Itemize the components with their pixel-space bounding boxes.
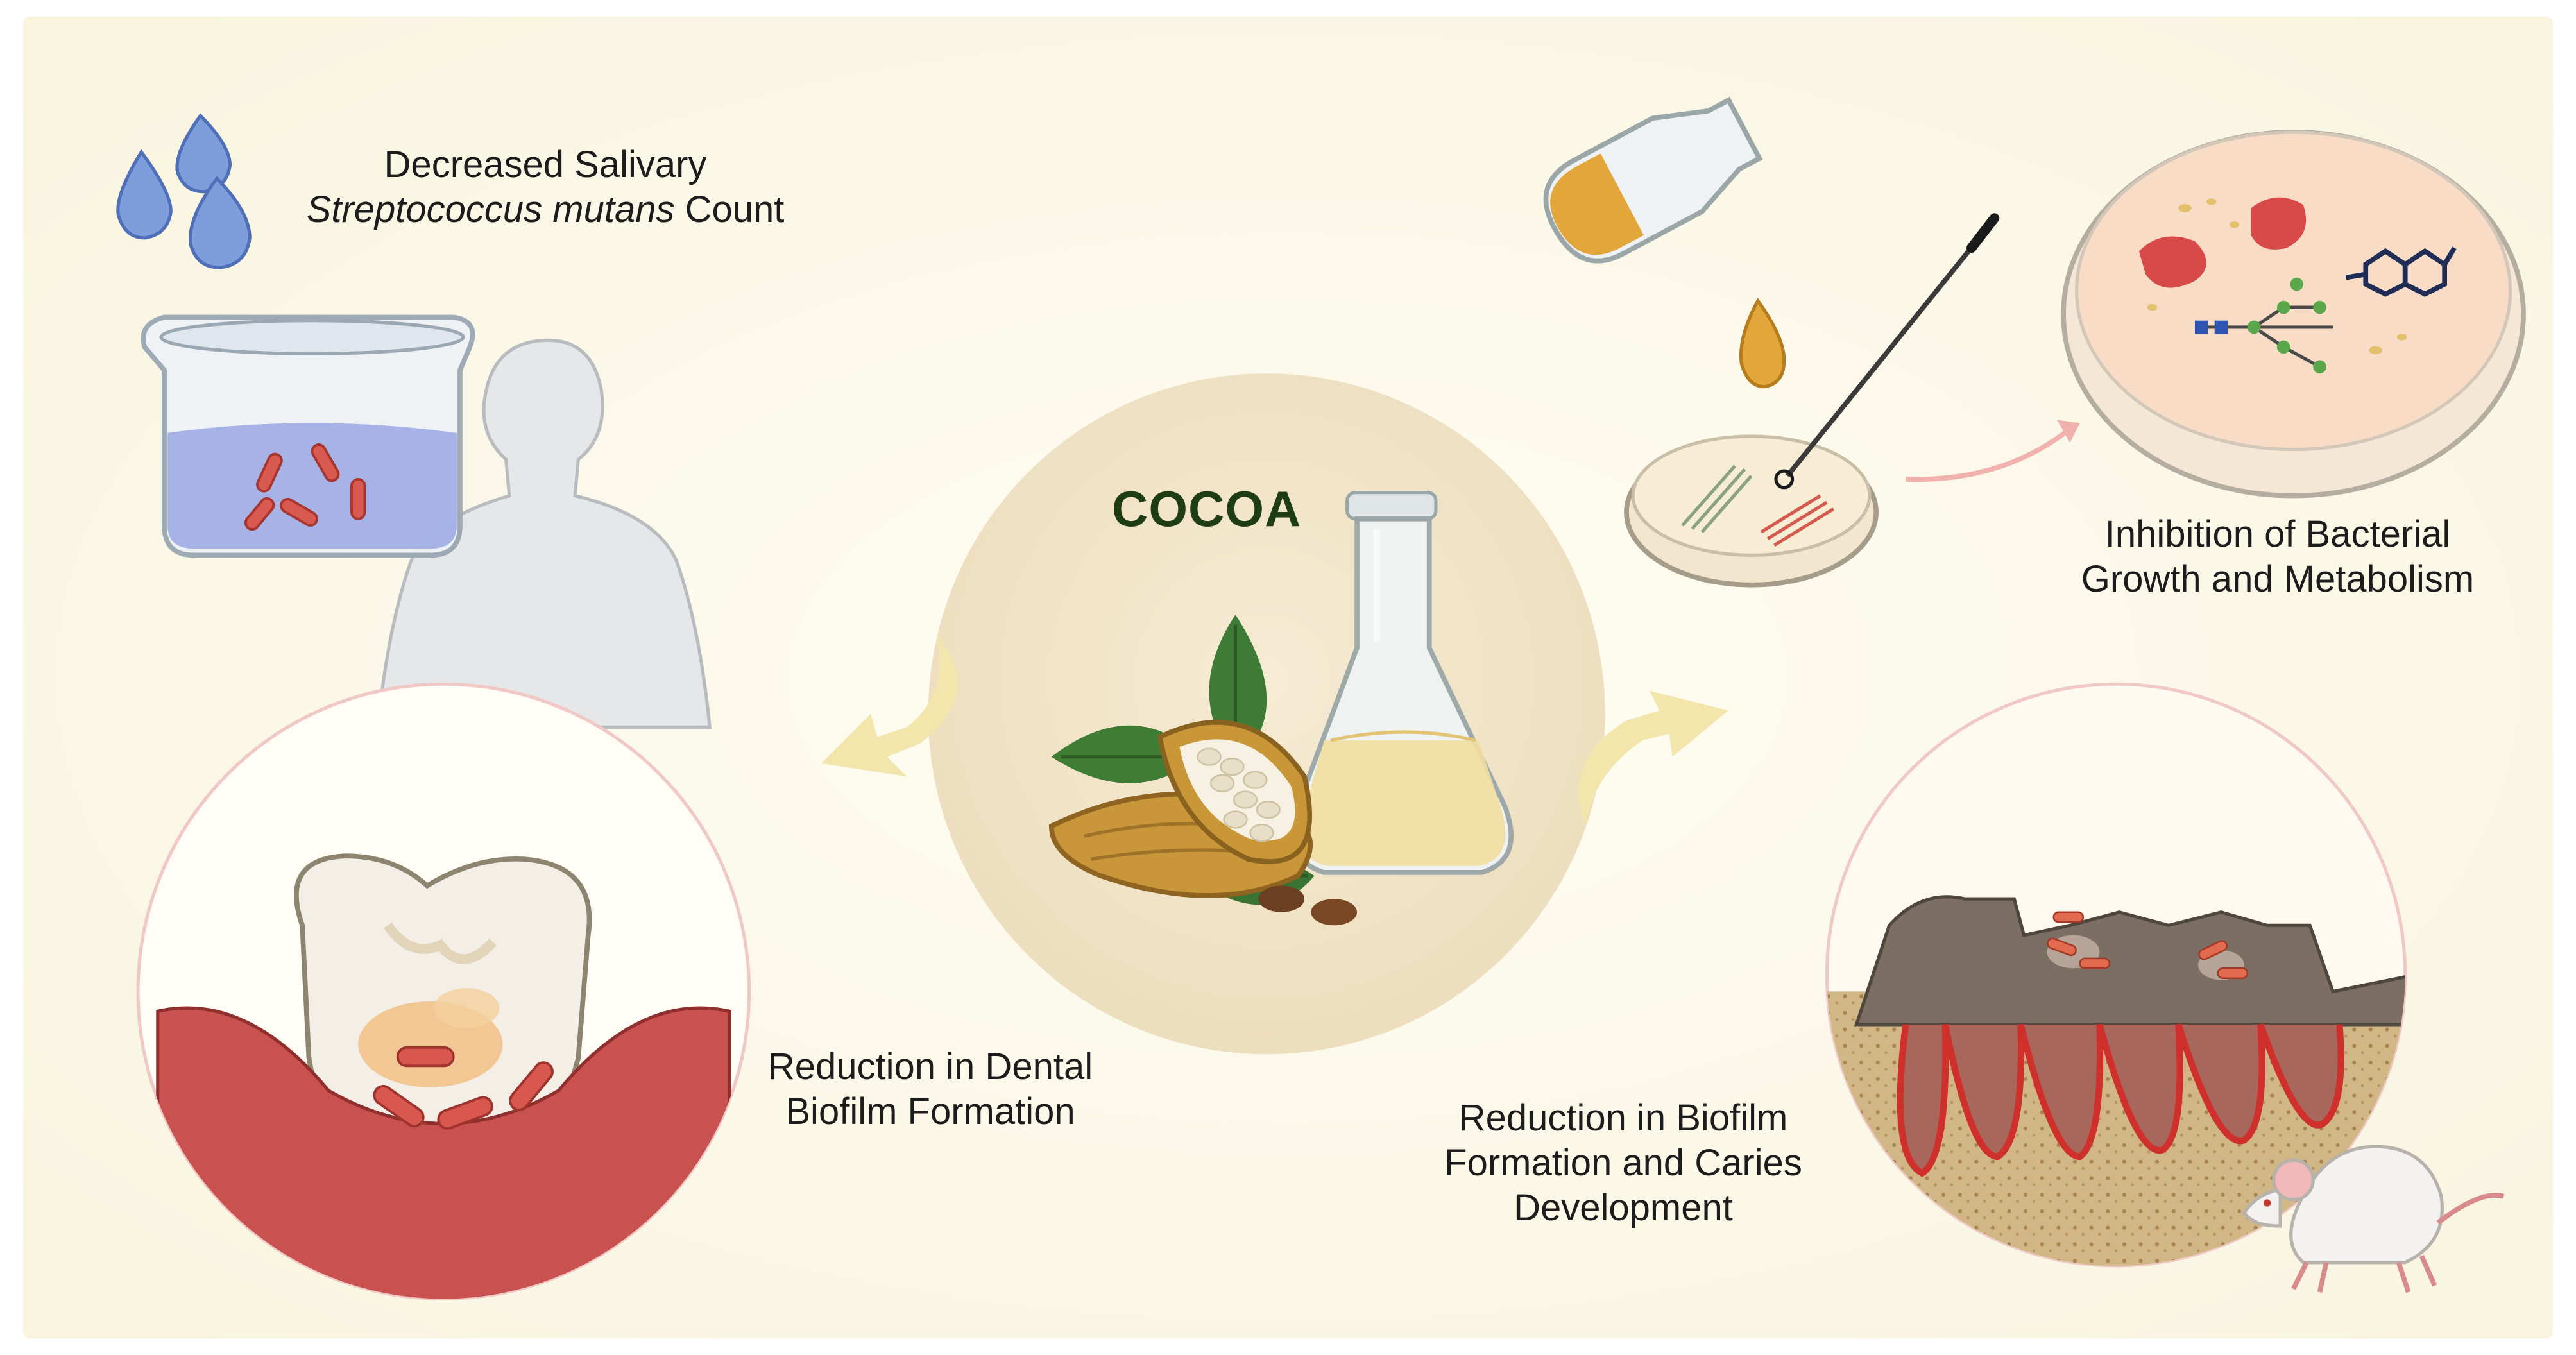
bacterial-label-line1: Inhibition of Bacterial [2104,513,2451,555]
human-figure-icon [376,338,712,729]
arrow-right-icon [1578,690,1728,826]
petri-dish-icon [2061,130,2526,499]
cocoa-title: COCOA [1112,481,1302,537]
flow-arrows [821,635,1728,826]
caries-label-line2: Formation and Caries [1444,1142,1802,1184]
molecule-icon [2345,246,2457,297]
dental-biofilm-label: Reduction in Dental Biofilm Formation [693,1044,1168,1134]
salivary-label: Decreased Salivary Streptococcus mutans … [282,142,808,232]
arrow-to-petri-icon [1906,424,2075,482]
pouring-flask-icon [1543,96,1786,389]
caries-label: Reduction in Biofilm Formation and Carie… [1386,1096,1861,1231]
petri-dish-small-icon [1624,434,1879,588]
center-circle [928,373,1605,1055]
bacterial-label: Inhibition of Bacterial Growth and Metab… [2015,512,2541,602]
salivary-label-species: Streptococcus mutans [306,189,675,230]
glycan-chain-icon [2194,277,2333,374]
center-cocoa-group [928,373,1605,1055]
arrow-left-icon [821,635,958,777]
cocoa-pod-icon [1048,719,1358,926]
salivary-label-line2: Streptococcus mutans Count [282,187,808,232]
caries-label-line1: Reduction in Biofilm [1458,1097,1788,1139]
salivary-label-line1: Decreased Salivary [384,144,707,185]
salivary-label-count: Count [674,189,785,230]
beaker-with-bacteria-icon [141,314,475,558]
jaw-teeth-cross-section-icon [1825,682,2407,1268]
dental-biofilm-label-line1: Reduction in Dental [767,1046,1093,1087]
tooth-with-biofilm-icon [136,682,751,1301]
water-drops-icon [116,113,252,269]
bacterial-label-line2: Growth and Metabolism [2081,558,2475,600]
caries-label-line3: Development [1514,1187,1733,1229]
inoculation-loop-icon [1774,213,2000,490]
arrow-head-icon [2056,420,2080,443]
erlenmeyer-flask-icon [1290,490,1514,875]
oil-drop-icon [1739,297,1786,389]
rat-icon [2242,1145,2505,1293]
dental-biofilm-label-line2: Biofilm Formation [785,1091,1075,1132]
